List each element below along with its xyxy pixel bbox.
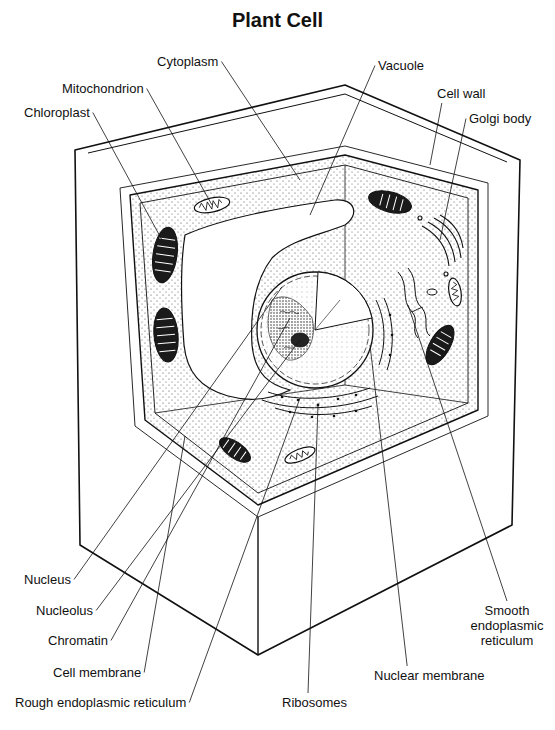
ribosome-dots bbox=[389, 314, 392, 317]
leader-line bbox=[74, 287, 282, 580]
cristae bbox=[450, 282, 459, 301]
cristae bbox=[198, 199, 222, 212]
golgi-cisterna bbox=[428, 222, 455, 262]
cristae bbox=[289, 449, 310, 462]
part-label: Ribosomes bbox=[282, 695, 347, 710]
chloroplast-body bbox=[216, 433, 255, 467]
part-label: Nucleus bbox=[24, 572, 71, 587]
smooth-er bbox=[398, 268, 437, 338]
rough-er bbox=[262, 298, 392, 415]
rough-er-sheet bbox=[376, 300, 384, 365]
leader-line bbox=[430, 103, 442, 165]
ribosome-dots bbox=[333, 415, 336, 418]
ribosome-dots bbox=[355, 394, 358, 397]
cell-wall-layer bbox=[120, 146, 488, 517]
ribosome-dots bbox=[337, 398, 340, 401]
ribosome-dots bbox=[289, 411, 292, 414]
smooth-er-vesicle bbox=[427, 289, 437, 295]
mitochondrion-shape bbox=[447, 277, 464, 307]
cell-block bbox=[75, 85, 520, 655]
chloroplast-body bbox=[420, 321, 459, 369]
nucleus-shape bbox=[257, 272, 373, 388]
ribosome-dots bbox=[281, 396, 284, 399]
block-edge bbox=[257, 517, 258, 655]
cell-wall-layer bbox=[88, 94, 507, 162]
smooth-er-tube bbox=[408, 268, 430, 336]
nucleoplasm bbox=[257, 272, 373, 388]
ribosome-dots bbox=[311, 416, 314, 419]
part-label: Smooth endoplasmic reticulum bbox=[466, 603, 548, 648]
chloroplast-shape bbox=[152, 307, 181, 363]
golgi-cisterna bbox=[434, 218, 461, 258]
grana-lines bbox=[154, 238, 176, 272]
leader-line bbox=[111, 318, 290, 641]
leader-line bbox=[310, 66, 375, 216]
golgi-cisterna bbox=[440, 215, 463, 248]
part-label: Nucleolus bbox=[36, 603, 93, 618]
leader-line bbox=[96, 340, 300, 611]
leader-line bbox=[93, 113, 162, 241]
part-label: Rough endoplasmic reticulum bbox=[15, 695, 186, 710]
leader-line bbox=[144, 436, 185, 673]
golgi-stack bbox=[418, 215, 463, 276]
cell-membrane-line bbox=[140, 165, 468, 493]
rough-er-sheet bbox=[384, 298, 392, 370]
part-label: Golgi body bbox=[469, 111, 531, 126]
rough-er-sheet bbox=[275, 406, 372, 415]
ribosome-dots bbox=[389, 354, 392, 357]
chloroplast-body bbox=[366, 187, 414, 218]
mitochondrion-shape bbox=[283, 443, 317, 466]
leader-line bbox=[308, 405, 318, 693]
diagram-title: Plant Cell bbox=[0, 9, 555, 32]
ribosome-dots bbox=[355, 410, 358, 413]
chloroplast-shape bbox=[149, 226, 181, 285]
chloroplast-shape bbox=[216, 433, 255, 467]
chloroplast-body bbox=[149, 226, 181, 285]
chloroplast-shape bbox=[366, 187, 414, 218]
nucleus-cutaway bbox=[315, 272, 372, 330]
ribosome-dots bbox=[391, 334, 394, 337]
grana-lines bbox=[156, 318, 177, 351]
rough-er-sheet bbox=[262, 396, 378, 408]
part-label: Cell wall bbox=[437, 86, 485, 101]
leader-line bbox=[189, 398, 300, 703]
part-label: Mitochondrion bbox=[62, 81, 144, 96]
grana-lines bbox=[429, 331, 452, 356]
nucleus-outline bbox=[257, 272, 373, 388]
leader-line bbox=[147, 89, 212, 206]
leader-line bbox=[370, 345, 407, 666]
mitochondrion-body bbox=[447, 277, 464, 307]
smooth-er-tube bbox=[412, 307, 422, 312]
cell-wall-outline bbox=[75, 85, 520, 655]
leader-line bbox=[440, 119, 466, 241]
rough-er-sheet bbox=[268, 388, 370, 398]
cutaway-edge bbox=[315, 300, 340, 330]
grana-lines bbox=[379, 193, 403, 212]
golgi-vesicle bbox=[418, 216, 422, 220]
golgi-cisterna bbox=[422, 226, 449, 266]
chromatin-mass bbox=[268, 297, 313, 360]
part-label: Chromatin bbox=[48, 633, 108, 648]
leader-line bbox=[408, 305, 507, 601]
grana-lines bbox=[223, 439, 247, 461]
part-label: Cytoplasm bbox=[157, 54, 218, 69]
leader-line bbox=[221, 62, 300, 181]
mitochondrion-body bbox=[283, 443, 317, 466]
part-label: Nuclear membrane bbox=[374, 668, 485, 683]
golgi-vesicle bbox=[444, 272, 448, 276]
part-label: Chloroplast bbox=[24, 105, 90, 120]
part-label: Cell membrane bbox=[53, 665, 141, 680]
chloroplast-shape bbox=[420, 321, 459, 369]
chloroplast-body bbox=[152, 307, 181, 363]
leader-lines bbox=[74, 62, 507, 703]
part-label: Vacuole bbox=[378, 58, 424, 73]
